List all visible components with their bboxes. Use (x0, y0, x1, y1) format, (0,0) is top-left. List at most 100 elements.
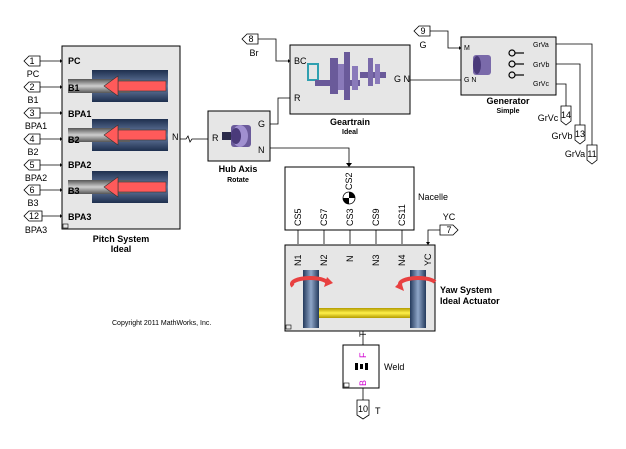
pitch-port-bpa1: BPA1 (68, 109, 91, 119)
svg-text:GrVb: GrVb (533, 62, 549, 69)
pitch-port-pc: PC (68, 56, 81, 66)
svg-text:CS3: CS3 (345, 208, 355, 226)
svg-text:12: 12 (29, 211, 39, 221)
svg-text:BPA2: BPA2 (25, 173, 47, 183)
connection-hub-geartrain (270, 97, 290, 125)
svg-text:B1: B1 (27, 95, 38, 105)
svg-text:G: G (258, 119, 265, 129)
connection-hub-nacelle (270, 147, 350, 163)
inport-b1[interactable]: 2 B1 (23, 81, 62, 105)
svg-text:GrVc: GrVc (533, 81, 549, 88)
svg-text:5: 5 (29, 160, 34, 170)
generator-title: Generator (486, 96, 530, 106)
library-link-icon (285, 324, 292, 330)
svg-text:8: 8 (248, 34, 253, 44)
svg-text:CS11: CS11 (397, 204, 407, 226)
svg-text:Br: Br (250, 48, 259, 58)
inport-g[interactable]: 9 G (413, 25, 461, 50)
svg-text:14: 14 (561, 110, 571, 120)
svg-text:F: F (358, 352, 368, 358)
nacelle-yaw-connections (297, 230, 403, 244)
inport-b3[interactable]: 6 B3 (23, 184, 62, 208)
svg-text:YC: YC (423, 253, 433, 266)
svg-text:CS7: CS7 (319, 208, 329, 226)
outport-grvc[interactable]: 14 GrVc (538, 105, 572, 126)
svg-text:1: 1 (29, 56, 34, 66)
weld-icon (355, 363, 368, 370)
pitch-port-bpa2: BPA2 (68, 160, 91, 170)
outport-t[interactable]: 10 T (356, 399, 381, 420)
svg-text:3: 3 (29, 108, 34, 118)
pitch-port-bpa3: BPA3 (68, 212, 91, 222)
generator-icon (473, 49, 524, 79)
hub-axis-title: Hub Axis (219, 164, 258, 174)
weld-block[interactable]: F B (342, 344, 380, 389)
svg-text:BPA1: BPA1 (25, 121, 47, 131)
generator-block[interactable]: M G N GrVa GrVb GrVc (460, 36, 557, 96)
svg-text:T: T (375, 406, 381, 416)
center-of-mass-icon (342, 191, 356, 205)
svg-text:PC: PC (27, 69, 40, 79)
inport-pc[interactable]: 1 PC (23, 55, 62, 79)
svg-text:10: 10 (358, 404, 368, 414)
yaw-system-title: Yaw System (440, 285, 492, 295)
library-link-icon (62, 223, 69, 229)
pitch-actuator-icon (68, 70, 168, 203)
yaw-system-block[interactable]: N1 N2 N N3 N4 YC T (284, 244, 437, 337)
svg-text:N1: N1 (293, 254, 303, 266)
inport-b2[interactable]: 4 B2 (23, 133, 62, 157)
inport-bpa2[interactable]: 5 BPA2 (23, 159, 62, 183)
svg-text:B2: B2 (27, 147, 38, 157)
svg-text:BC: BC (294, 56, 307, 66)
inport-bpa3[interactable]: 12 BPA3 (23, 210, 62, 235)
pitch-system-block[interactable]: PC B1 BPA1 B2 BPA2 B3 BPA3 N (61, 45, 181, 230)
pitch-port-b1: B1 (68, 83, 80, 93)
hub-axis-block[interactable]: R G N (207, 110, 271, 162)
yaw-actuator-icon (290, 270, 437, 328)
outport-grvb[interactable]: 13 GrVb (551, 124, 586, 145)
svg-text:B: B (358, 380, 368, 386)
svg-text:CS5: CS5 (293, 208, 303, 226)
svg-text:N4: N4 (397, 254, 407, 266)
generator-subtitle: Simple (497, 108, 520, 115)
gear-icon (307, 52, 386, 100)
svg-text:G: G (419, 40, 426, 50)
nacelle-block[interactable]: CS2 CS5 CS7 CS3 CS9 CS11 (284, 163, 415, 231)
outport-grva[interactable]: 11 GrVa (565, 144, 598, 165)
svg-text:7: 7 (446, 225, 451, 235)
svg-text:YC: YC (443, 212, 456, 222)
geartrain-block[interactable]: BC R G N (289, 44, 411, 115)
svg-text:R: R (294, 93, 301, 103)
generator-outports: 14 GrVc 13 GrVb 11 GrVa (538, 43, 598, 165)
svg-text:G N: G N (394, 74, 410, 84)
hub-axis-icon (222, 125, 251, 147)
svg-text:B3: B3 (27, 198, 38, 208)
svg-text:CS9: CS9 (371, 208, 381, 226)
svg-text:CS2: CS2 (344, 172, 354, 190)
svg-text:GrVb: GrVb (551, 131, 572, 141)
svg-text:M: M (464, 45, 470, 52)
inport-yc[interactable]: 7 YC (426, 212, 459, 245)
library-link-icon (343, 382, 350, 388)
svg-text:N: N (258, 145, 265, 155)
nacelle-label: Nacelle (418, 192, 448, 202)
hub-axis-subtitle: Rotate (227, 177, 249, 184)
inport-bpa1[interactable]: 3 BPA1 (23, 107, 62, 131)
geartrain-title: Geartrain (330, 117, 370, 127)
svg-text:R: R (212, 133, 219, 143)
svg-text:G N: G N (464, 77, 476, 84)
weld-label: Weld (384, 362, 404, 372)
svg-text:N: N (345, 256, 355, 263)
pitch-system-title: Pitch System (93, 234, 150, 244)
svg-text:11: 11 (587, 149, 596, 159)
svg-text:BPA3: BPA3 (25, 225, 47, 235)
pitch-port-n: N (172, 132, 179, 142)
pitch-inports: 1 PC 2 B1 3 BPA1 4 B2 5 (23, 55, 62, 235)
geartrain-subtitle: Ideal (342, 129, 358, 136)
svg-text:GrVc: GrVc (538, 113, 559, 123)
inport-br[interactable]: 8 Br (241, 33, 290, 63)
svg-text:GrVa: GrVa (565, 149, 585, 159)
svg-text:2: 2 (29, 82, 34, 92)
connection-pitch-hub (180, 135, 208, 143)
